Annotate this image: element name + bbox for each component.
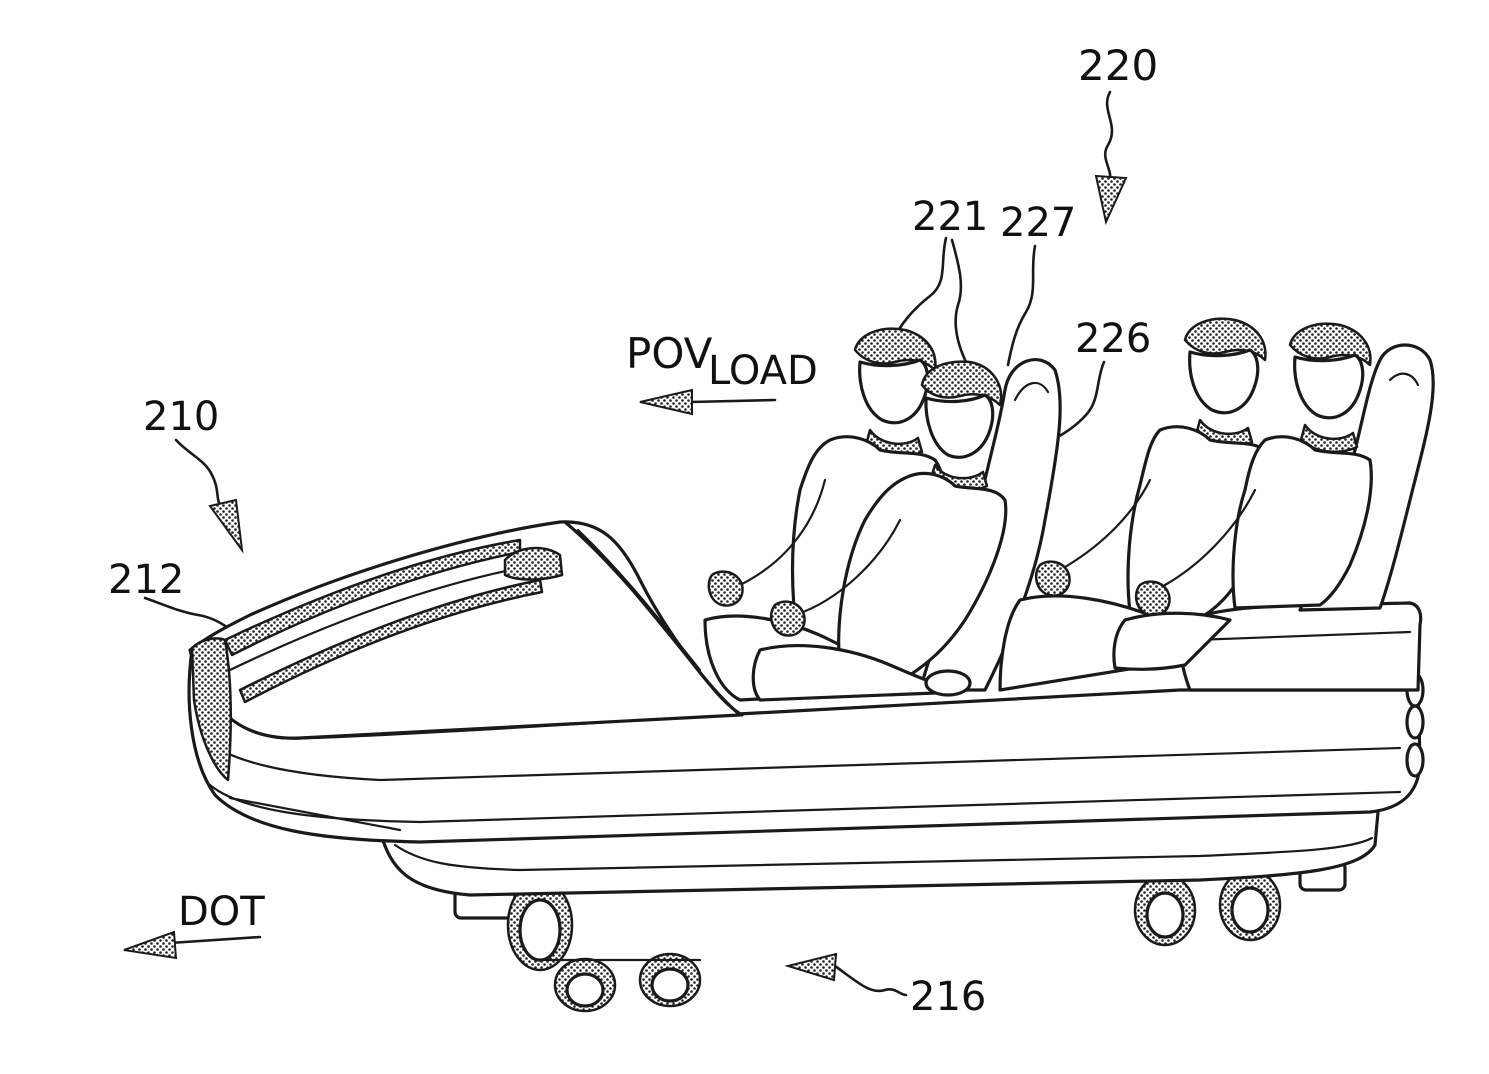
leader-221-b <box>952 240 966 362</box>
label-216: 216 <box>910 974 986 1020</box>
label-226: 226 <box>1075 316 1151 362</box>
front-bogie <box>455 878 700 1011</box>
dot-arrowhead <box>124 932 176 958</box>
leader-212 <box>145 598 228 628</box>
label-212: 212 <box>108 557 184 603</box>
arrowhead-210 <box>210 500 242 550</box>
pov-arrow-shaft <box>690 400 775 402</box>
label-221: 221 <box>912 194 988 240</box>
label-210: 210 <box>143 394 219 440</box>
label-227: 227 <box>1000 200 1076 246</box>
arrowhead-220 <box>1096 176 1126 222</box>
leader-216 <box>835 966 906 995</box>
arrowhead-216 <box>788 954 836 980</box>
leader-227 <box>1008 246 1035 365</box>
label-pov-main: POV <box>626 329 713 378</box>
label-pov-sub: LOAD <box>708 348 818 394</box>
leader-210 <box>176 440 222 508</box>
dot-arrow-shaft <box>170 937 260 943</box>
pov-arrowhead <box>640 390 692 414</box>
label-dot: DOT <box>178 889 265 935</box>
leader-220 <box>1105 92 1112 180</box>
label-220: 220 <box>1078 41 1158 90</box>
